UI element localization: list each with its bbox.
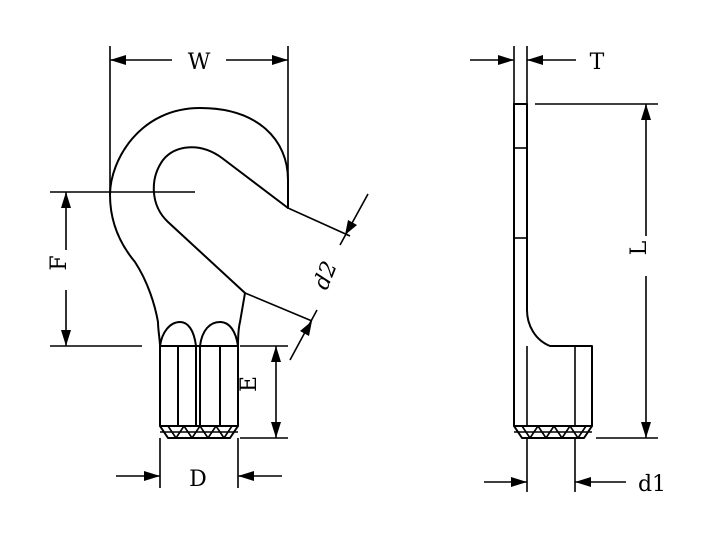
- hook-inner-contour: [152, 146, 289, 294]
- f-label: F: [47, 255, 72, 270]
- l-arrow-bottom: [641, 422, 651, 438]
- d-arrow-right: [238, 471, 254, 481]
- dimension-d2: d2: [244, 193, 369, 361]
- d2-label: d2: [309, 258, 343, 293]
- hook-outer-contour: [109, 107, 289, 347]
- side-barrel-end-hatch: [521, 425, 587, 439]
- l-arrow-top: [641, 104, 651, 120]
- d-arrow-left: [144, 471, 160, 481]
- dimension-t: T: [470, 46, 605, 104]
- w-arrow-left: [110, 55, 126, 65]
- t-arrow-right: [527, 55, 543, 65]
- d2-extension-upper: [287, 207, 351, 237]
- w-label: W: [188, 50, 211, 75]
- barrel-shoulder-right: [199, 321, 239, 347]
- dimension-d: D: [116, 438, 282, 492]
- front-view: [109, 107, 289, 439]
- l-label: L: [627, 240, 652, 255]
- w-arrow-right: [272, 55, 288, 65]
- f-arrow-top: [61, 192, 71, 208]
- e-arrow-bottom: [271, 422, 281, 438]
- barrel-end-hatch: [167, 425, 233, 439]
- t-label: T: [590, 50, 605, 75]
- f-arrow-bottom: [61, 330, 71, 346]
- e-label: E: [237, 376, 262, 392]
- d2-extension-lower: [244, 292, 313, 322]
- d-label: D: [189, 467, 207, 492]
- side-barrel-end: [513, 425, 593, 439]
- dimension-e: E: [237, 345, 288, 439]
- dimension-d1: d1: [484, 438, 666, 497]
- side-view: [513, 103, 593, 439]
- d2-dimension-line-upper: [339, 193, 369, 246]
- d1-label: d1: [638, 472, 666, 497]
- d1-arrow-left: [511, 477, 527, 487]
- d1-arrow-right: [575, 477, 591, 487]
- e-arrow-top: [271, 346, 281, 362]
- side-plate-contour: [513, 103, 593, 427]
- neck-right-contour: [237, 292, 246, 347]
- d2-arrow-upper: [345, 220, 357, 235]
- dimension-w: W: [109, 46, 289, 195]
- barrel-end: [159, 425, 239, 439]
- t-arrow-left: [498, 55, 514, 65]
- dimension-l: L: [535, 103, 658, 439]
- dimension-f: F: [47, 191, 195, 347]
- barrel-shoulder-left: [159, 321, 197, 347]
- d2-arrow-lower: [300, 321, 312, 336]
- d2-dimension-line-lower: [289, 309, 318, 361]
